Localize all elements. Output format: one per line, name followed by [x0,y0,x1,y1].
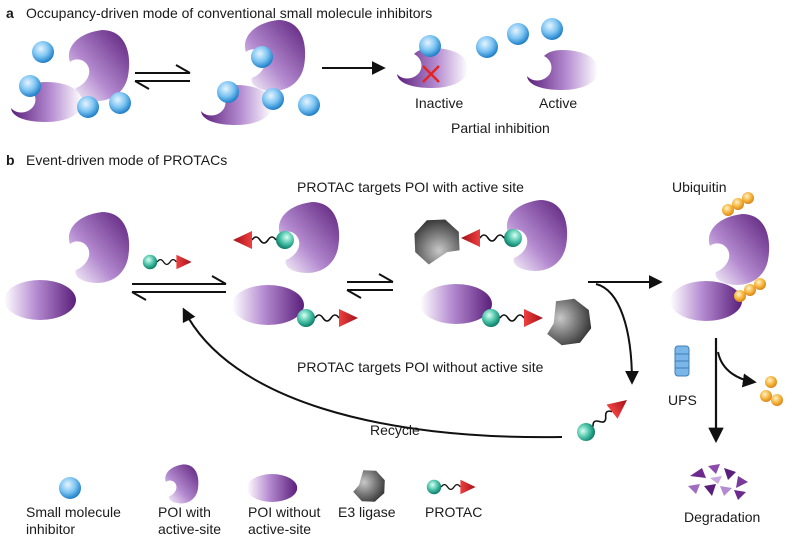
panel-b-letter: b [6,152,15,168]
legend: Small molecule inhibitor POI with active… [26,464,482,537]
inhibitor-a5 [251,46,273,68]
legend-protac-icon [426,479,477,495]
degradation-label: Degradation [684,509,760,525]
protac-free-b1 [142,254,193,270]
free-ubiquitin [760,376,783,406]
ubiquitin-label: Ubiquitin [672,179,726,195]
legend-inhibitor-icon [59,477,81,499]
recycle-arrow [182,307,563,439]
ups-label: UPS [668,392,697,408]
inactive-label: Inactive [415,95,463,111]
legend-poi-nosite-icon [246,474,298,502]
partial-inhibition-label: Partial inhibition [451,120,550,136]
legend-inhibitor-line2: inhibitor [26,521,75,537]
poi-active-site-a1 [68,30,130,101]
active-label: Active [539,95,577,111]
inhibitor-a8 [298,94,320,116]
inhibitor-a12 [541,18,563,40]
poi-nosite-b1 [4,280,76,320]
poi-nosite-b3 [420,284,492,324]
legend-e3-label: E3 ligase [338,504,396,520]
panel-b-title: Event-driven mode of PROTACs [26,152,227,168]
legend-poi-site-line1: POI with [158,504,211,520]
inhibitor-a3 [77,96,99,118]
protac-bound-b5 [481,308,544,328]
poi-active-site-b1 [68,212,130,283]
inhibitor-a2 [19,75,41,97]
proteasome-icon [674,345,690,377]
legend-poi-site-line2: active-site [158,521,221,537]
arrow-ubiquitin-release [717,351,757,388]
e3-ligase-b1 [406,211,468,273]
inhibitor-a1 [32,41,54,63]
without-site-label: PROTAC targets POI without active site [297,359,544,375]
protac-released [572,392,634,446]
poi-nosite-b2 [232,285,304,325]
panel-a-title: Occupancy-driven mode of conventional sm… [26,5,432,21]
panel-a-letter: a [6,5,14,21]
equilibrium-arrows-a [134,64,191,90]
recycle-label: Recycle [370,422,420,438]
poi-nosite-ub [670,281,742,321]
poi-active [527,50,598,90]
protac-bound-b4 [460,228,523,248]
inhibitor-a10 [476,36,498,58]
legend-poi-site-icon [165,464,199,504]
poi-active-site-ub [708,214,770,285]
with-site-label: PROTAC targets POI with active site [297,179,524,195]
inhibitor-a4 [109,92,131,114]
legend-poi-nosite-line2: active-site [248,521,311,537]
inhibitor-a7 [262,88,284,110]
arrow-to-release [595,283,639,385]
inhibitor-a6 [217,81,239,103]
e3-ligase-b2 [535,289,601,355]
protac-bound-b2 [232,230,295,250]
protac-bound-b3 [296,308,359,328]
legend-protac-label: PROTAC [425,504,482,520]
legend-inhibitor-line1: Small molecule [26,504,121,520]
inhibitor-a9 [419,35,441,57]
equilibrium-arrows-b1 [131,275,227,301]
legend-poi-nosite-line1: POI without [248,504,320,520]
equilibrium-arrows-b2 [346,273,394,299]
degraded-fragments [688,464,748,500]
ubiquitin-chain-1 [722,192,754,216]
inhibitor-a11 [507,23,529,45]
legend-e3-icon [347,464,391,508]
cross-mark [422,65,440,83]
